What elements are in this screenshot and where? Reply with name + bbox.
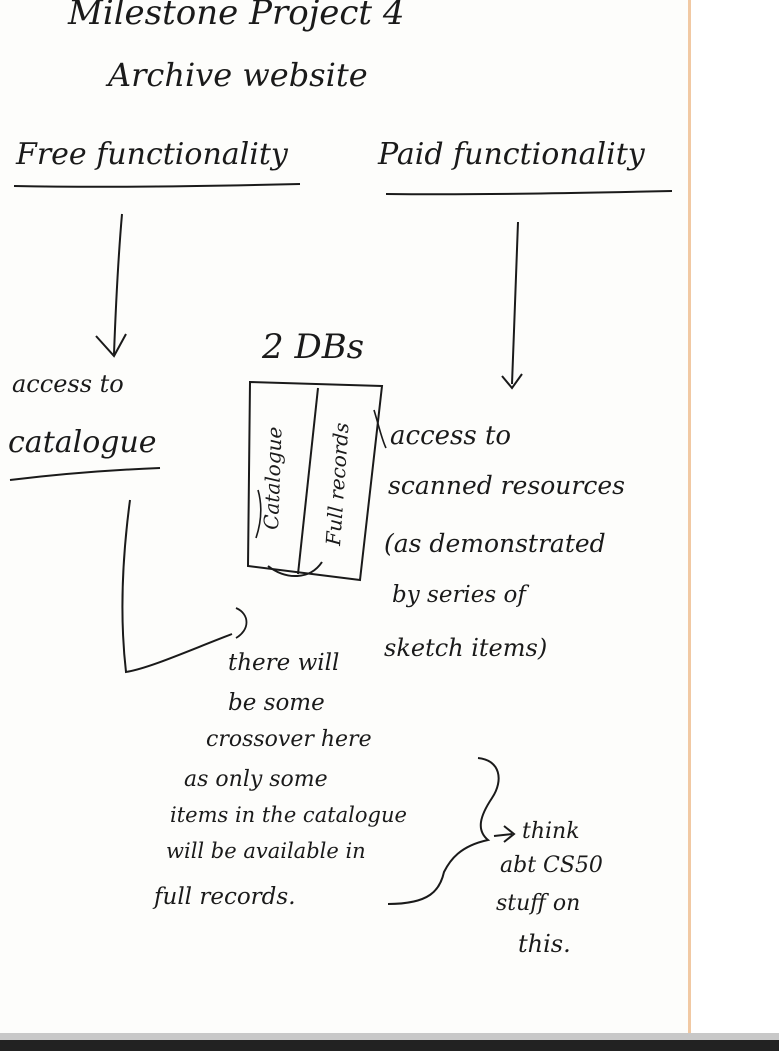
paid-bracket bbox=[373, 409, 387, 449]
note-line-7: full records. bbox=[152, 884, 296, 910]
heading-line-1: Milestone Project 4 bbox=[67, 0, 405, 33]
side-arrow-head bbox=[503, 825, 516, 843]
brace-curve bbox=[387, 757, 500, 905]
free-arrow-shaft bbox=[113, 213, 123, 355]
db-box bbox=[246, 380, 384, 582]
side-note-line-4: this. bbox=[518, 930, 571, 958]
note-line-4: as only some bbox=[184, 767, 328, 792]
side-note-line-2: abt CS50 bbox=[500, 853, 603, 878]
connector-hook bbox=[235, 607, 248, 639]
note-line-2: be some bbox=[228, 690, 325, 716]
free-arrow-head bbox=[95, 333, 127, 358]
free-result-line-1: access to bbox=[12, 370, 124, 398]
free-functionality-heading: Free functionality bbox=[15, 137, 289, 172]
background-margin bbox=[691, 0, 779, 1033]
catalogue-underline bbox=[9, 467, 161, 481]
catalogue-connector bbox=[121, 499, 233, 674]
free-underline bbox=[13, 183, 301, 188]
paid-arrow-shaft bbox=[511, 221, 519, 385]
two-dbs-title: 2 DBs bbox=[261, 327, 364, 367]
paper-sheet bbox=[0, 0, 688, 1033]
bottom-bar bbox=[0, 1040, 779, 1051]
db-bracket bbox=[255, 489, 262, 539]
paper-edge bbox=[688, 0, 691, 1033]
paid-underline bbox=[385, 190, 673, 196]
paid-result-line-4: by series of bbox=[392, 582, 529, 608]
free-result-line-2: catalogue bbox=[8, 425, 157, 460]
note-line-5: items in the catalogue bbox=[170, 803, 407, 827]
note-line-3: crossover here bbox=[206, 727, 372, 752]
db-divider bbox=[297, 387, 319, 575]
paid-functionality-heading: Paid functionality bbox=[377, 137, 646, 172]
db-catalogue-label: Catalogue bbox=[259, 426, 287, 530]
note-line-1: there will bbox=[228, 650, 339, 676]
paid-result-line-2: scanned resources bbox=[388, 471, 625, 500]
heading-line-2: Archive website bbox=[105, 56, 368, 94]
side-note-line-3: stuff on bbox=[496, 891, 580, 916]
side-note-line-1: think bbox=[522, 819, 580, 844]
paid-result-line-3: (as demonstrated bbox=[384, 529, 606, 558]
db-full-records-label: Full records bbox=[321, 422, 354, 548]
db-link-arrow bbox=[267, 561, 323, 578]
paid-arrow-head bbox=[501, 373, 523, 390]
side-arrow-shaft bbox=[493, 833, 513, 837]
page-shadow bbox=[0, 1033, 779, 1040]
note-line-6: will be available in bbox=[166, 839, 366, 863]
paid-result-line-5: sketch items) bbox=[384, 634, 547, 662]
paid-result-line-1: access to bbox=[390, 421, 511, 451]
